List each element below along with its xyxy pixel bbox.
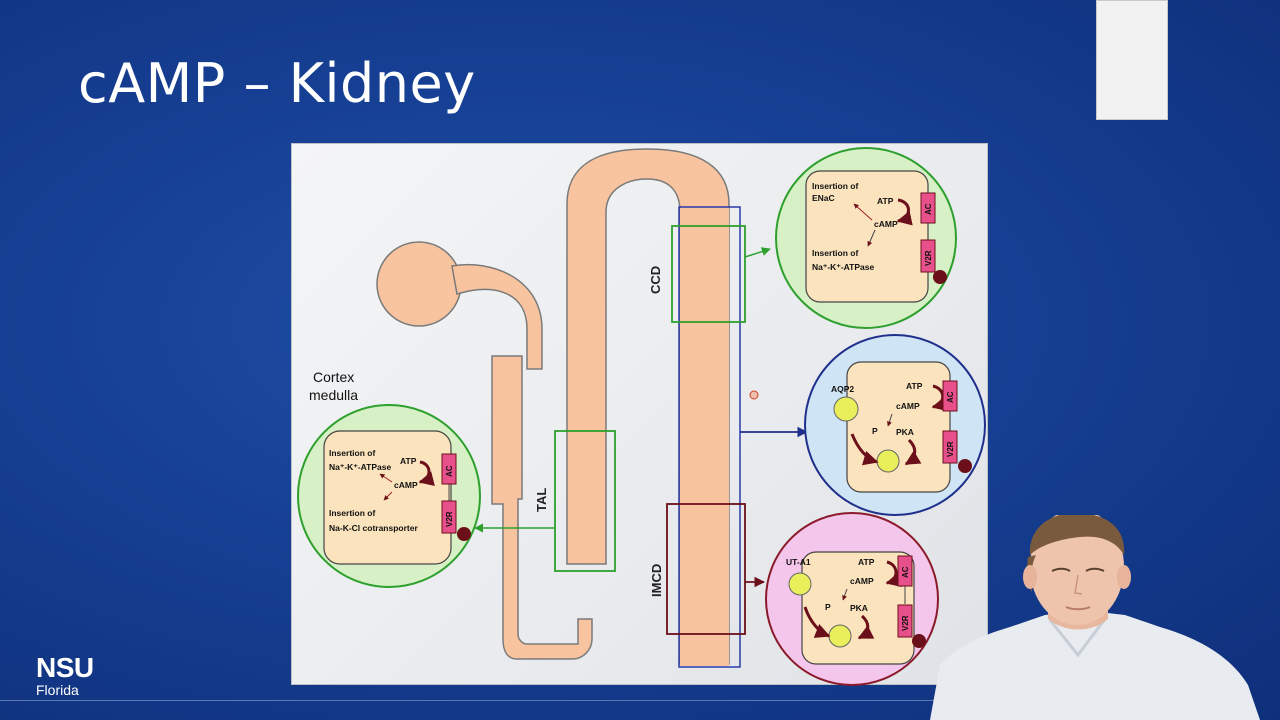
imcd-v2r: V2R (901, 615, 910, 631)
imcd-p: P (825, 602, 831, 612)
ccd-text2-line1: Insertion of (812, 248, 858, 258)
ccd-cell: Insertion of ENaC ATP cAMP Insertion of … (775, 147, 957, 329)
imcd-label: IMCD (649, 564, 664, 597)
omcd-channel: AQP2 (831, 384, 854, 394)
collecting-duct (680, 208, 729, 666)
omcd-p: P (872, 426, 878, 436)
tal-camp: cAMP (394, 480, 418, 490)
omcd-camp: cAMP (896, 401, 920, 411)
ccd-label: CCD (648, 266, 663, 294)
tal-ac: AC (445, 465, 454, 477)
ccd-text1-line2: ENaC (812, 193, 835, 203)
medulla-label: medulla (309, 387, 358, 403)
imcd-camp: cAMP (850, 576, 874, 586)
logo-main-text: NSU (36, 652, 94, 683)
presenter-video (930, 515, 1280, 720)
tal-text2-line1: Insertion of (329, 508, 375, 518)
tal-box (554, 430, 616, 572)
glomerulus (376, 241, 462, 327)
ccd-arrow (744, 247, 771, 258)
ccd-text1-line1: Insertion of (812, 181, 858, 191)
imcd-box (666, 503, 746, 635)
cortex-label: Cortex (313, 369, 354, 385)
tal-atp: ATP (400, 456, 417, 466)
omcd-ac: AC (946, 391, 955, 403)
imcd-atp: ATP (858, 557, 875, 567)
tal-cell: Insertion of Na⁺-K⁺-ATPase ATP cAMP Inse… (297, 404, 481, 588)
pointer-dot (749, 390, 759, 400)
omcd-pka: PKA (896, 427, 914, 437)
omcd-atp: ATP (906, 381, 923, 391)
ccd-camp: cAMP (874, 219, 898, 229)
tal-v2r: V2R (445, 511, 454, 527)
logo-sub-text: Florida (36, 682, 79, 698)
omcd-box (678, 206, 741, 668)
ccd-v2r: V2R (924, 250, 933, 266)
kidney-diagram: CCD TAL IMCD Cortex medulla Insertion of… (291, 143, 988, 686)
imcd-cell: UT-A1 ATP cAMP P PKA AC V2R (765, 512, 939, 686)
ccd-atp: ATP (877, 196, 894, 206)
descending-limb (491, 355, 593, 660)
footer-divider (0, 700, 1250, 701)
omcd-cell: AQP2 ATP cAMP P PKA AC V2R (804, 334, 986, 516)
tal-text1-line1: Insertion of (329, 448, 375, 458)
ccd-text2-line2: Na⁺-K⁺-ATPase (812, 262, 874, 272)
nsu-logo: NSU Florida (36, 652, 94, 699)
tal-text2-line2: Na-K-Cl cotransporter (329, 523, 418, 533)
tal-label: TAL (534, 488, 549, 512)
imcd-channel: UT-A1 (786, 557, 811, 567)
omcd-v2r: V2R (946, 441, 955, 457)
tal-text1-line2: Na⁺-K⁺-ATPase (329, 462, 391, 472)
slide-title: cAMP – Kidney (78, 52, 476, 115)
imcd-ac: AC (901, 566, 910, 578)
proximal-tubule (451, 263, 543, 370)
ccd-ac: AC (924, 203, 933, 215)
placeholder-box (1096, 0, 1168, 120)
ccd-box (671, 225, 746, 323)
imcd-pka: PKA (850, 603, 868, 613)
